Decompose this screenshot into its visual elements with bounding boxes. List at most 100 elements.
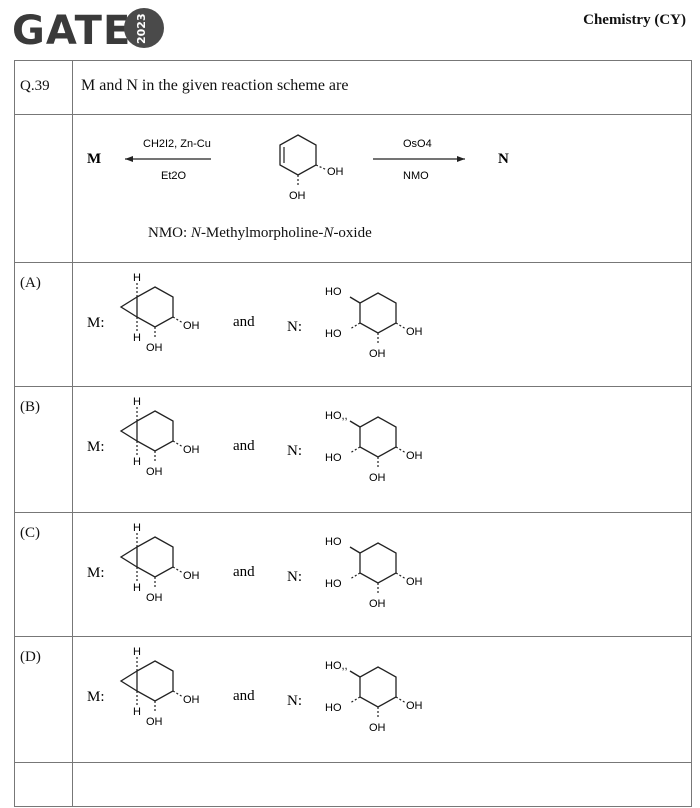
logo-year: 2023 [135, 13, 148, 45]
m-oh-1: OH [183, 320, 200, 332]
trailing-cell [14, 762, 73, 807]
and-text: and [233, 438, 255, 454]
n-ho-2: HO [325, 702, 342, 714]
m-oh-1: OH [183, 694, 200, 706]
reagent-oso4: OsO4 [403, 138, 432, 150]
m-oh-1: OH [183, 444, 200, 456]
option-label-cell: (D) [14, 636, 73, 763]
structure-n: HO HO OH OH [325, 536, 423, 610]
n-bond-1 [349, 420, 361, 428]
n-label: N: [287, 319, 302, 335]
note-suffix: -oxide [333, 225, 372, 241]
cyclopropane [119, 296, 138, 318]
sm-oh-ring: OH [327, 166, 344, 178]
m-label: M: [87, 315, 105, 331]
and-text: and [233, 688, 255, 704]
option-label: (B) [20, 399, 40, 415]
reaction-scheme: M CH2I2, Zn-Cu Et2O OH OH OsO4 NMO N [87, 134, 509, 202]
trailing-row [14, 762, 692, 807]
n-ho-1: HO [325, 536, 342, 548]
n-ho-2: HO [325, 328, 342, 340]
cyclopropane [119, 546, 138, 568]
n-oh-2: OH [369, 598, 386, 610]
oh-bond-1 [172, 316, 184, 324]
m-ring [136, 660, 174, 702]
m-h-top: H [133, 646, 141, 658]
question-row: Q.39 M and N in the given reaction schem… [14, 60, 692, 115]
n-bond-1 [349, 670, 361, 678]
and-text: and [233, 564, 255, 580]
n-oh-1: OH [406, 700, 423, 712]
n-bond-3 [395, 322, 407, 330]
m-label: M: [87, 565, 105, 581]
scheme-blank-cell [14, 114, 73, 263]
option-structures: H H OH OH M: and N: HO HO OH OH [87, 522, 423, 610]
n-ho-2: HO [325, 452, 342, 464]
left-arrowhead [125, 156, 133, 162]
option-label: (C) [20, 525, 40, 541]
m-ring [136, 286, 174, 328]
option-label-cell: (A) [14, 262, 73, 387]
reagent-nmo: NMO [403, 170, 429, 182]
subject-title: Chemistry (CY) [583, 12, 686, 28]
n-ring [359, 542, 397, 584]
m-oh-2: OH [146, 342, 163, 354]
n-bond-3 [395, 572, 407, 580]
product-n-symbol: N [498, 151, 509, 167]
m-h-bottom: H [133, 582, 141, 594]
starting-material-structure: OH OH [279, 134, 344, 202]
sm-oh-bottom: OH [289, 190, 306, 202]
m-label: M: [87, 439, 105, 455]
option-label: (D) [20, 649, 41, 665]
cyclohexene-ring [279, 134, 317, 176]
m-oh-2: OH [146, 716, 163, 728]
m-h-top: H [133, 396, 141, 408]
m-h-top: H [133, 522, 141, 534]
n-bond-2 [349, 572, 361, 580]
option-row-c[interactable]: (C) H H OH OH M: and N: HO HO OH OH [14, 512, 692, 637]
cyclopropane [119, 670, 138, 692]
m-oh-1: OH [183, 570, 200, 582]
right-arrowhead [457, 156, 465, 162]
m-h-top: H [133, 272, 141, 284]
note-prefix: NMO: [148, 225, 191, 241]
n-ho-2: HO [325, 578, 342, 590]
n-oh-2: OH [369, 472, 386, 484]
option-label-cell: (B) [14, 386, 73, 513]
option-label-cell: (C) [14, 512, 73, 637]
gate-logo: GATE 2023 [12, 4, 164, 54]
trailing-cell [72, 762, 692, 807]
oh-bond-1 [172, 440, 184, 448]
question-text-cell: M and N in the given reaction scheme are [72, 60, 692, 115]
m-oh-2: OH [146, 466, 163, 478]
n-ho-1: HO,, [325, 660, 348, 672]
m-ring [136, 536, 174, 578]
n-bond-1 [349, 546, 361, 554]
n-bond-3 [395, 696, 407, 704]
n-ring [359, 416, 397, 458]
product-m-symbol: M [87, 151, 101, 167]
and-text: and [233, 314, 255, 330]
n-ho-1: HO,, [325, 410, 348, 422]
n-oh-1: OH [406, 576, 423, 588]
m-oh-2: OH [146, 592, 163, 604]
structure-m: H H OH OH [119, 522, 200, 604]
note-mid: -Methylmorpholine- [200, 225, 324, 241]
scheme-cell: M CH2I2, Zn-Cu Et2O OH OH OsO4 NMO N [72, 114, 692, 263]
n-label: N: [287, 569, 302, 585]
n-ring [359, 666, 397, 708]
n-oh-2: OH [369, 348, 386, 360]
n-oh-1: OH [406, 326, 423, 338]
